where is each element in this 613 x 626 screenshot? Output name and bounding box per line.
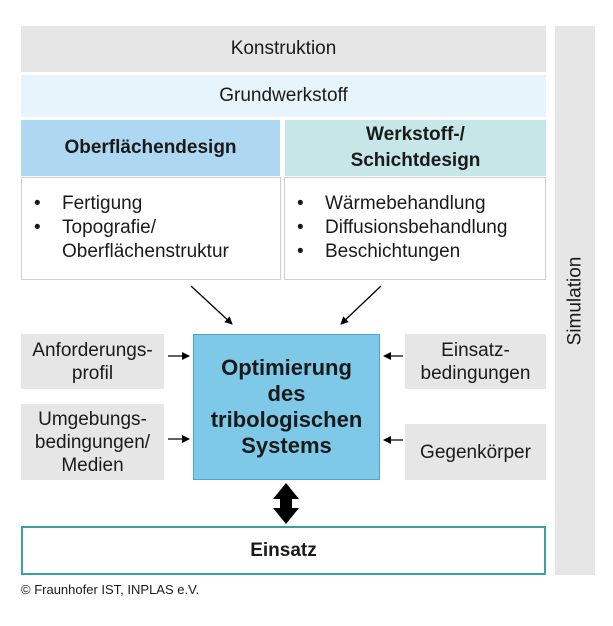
einsatz-box: Einsatz bbox=[21, 526, 546, 575]
anforderungsprofil-line2: profil bbox=[71, 362, 114, 384]
bullet: • bbox=[297, 241, 304, 262]
center-line4: Systems bbox=[241, 433, 332, 458]
oberflaechendesign-list: • Fertigung • Topografie/ Oberflächenstr… bbox=[21, 177, 281, 280]
optimierung-box: Optimierung des tribologischen Systems bbox=[193, 334, 380, 480]
bullet: • bbox=[297, 193, 304, 214]
werkstoffdesign-list: • Wärmebehandlung • Diffusionsbehandlung… bbox=[284, 177, 546, 280]
einsatz-label: Einsatz bbox=[250, 539, 317, 561]
list-item: • Beschichtungen bbox=[297, 240, 537, 263]
umgebungsbedingungen-box: Umgebungs- bedingungen/ Medien bbox=[21, 404, 164, 480]
anforderungsprofil-box: Anforderungs- profil bbox=[21, 334, 164, 389]
einsatzbedingungen-line1: Einsatz- bbox=[441, 339, 510, 361]
center-line1: Optimierung bbox=[221, 355, 352, 380]
bullet: • bbox=[34, 193, 41, 214]
anforderungsprofil-line1: Anforderungs- bbox=[32, 339, 153, 361]
list-item-text: Fertigung bbox=[62, 193, 143, 214]
grundwerkstoff-label: Grundwerkstoff bbox=[219, 85, 348, 106]
list-item: • Fertigung bbox=[34, 192, 272, 215]
list-item-text: Topografie/ bbox=[62, 217, 157, 238]
oberflaechendesign-header: Oberflächendesign bbox=[21, 120, 280, 176]
list-item-text: Wärmebehandlung bbox=[325, 193, 486, 214]
simulation-bar: Simulation bbox=[555, 26, 595, 575]
werkstoffdesign-title-line2: Schichtdesign bbox=[350, 150, 481, 171]
arrow-from-werkstoffdesign bbox=[340, 285, 382, 325]
arrow-from-oberflaechendesign bbox=[190, 285, 233, 325]
konstruktion-box: Konstruktion bbox=[21, 26, 546, 72]
bullet: • bbox=[34, 217, 41, 238]
double-arrow-einsatz bbox=[273, 483, 299, 524]
list-item-text: Beschichtungen bbox=[325, 241, 461, 262]
grundwerkstoff-box: Grundwerkstoff bbox=[21, 75, 546, 117]
copyright-text: © Fraunhofer IST, INPLAS e.V. bbox=[21, 582, 200, 597]
gegenkoerper-label: Gegenkörper bbox=[420, 441, 531, 463]
center-line2: des bbox=[267, 381, 306, 406]
umgebungsbedingungen-line1: Umgebungs- bbox=[38, 408, 147, 430]
werkstoffdesign-header: Werkstoff-/ Schichtdesign bbox=[285, 120, 546, 176]
bullet: • bbox=[297, 217, 304, 238]
einsatzbedingungen-box: Einsatz- bedingungen bbox=[405, 334, 546, 389]
list-item: • Diffusionsbehandlung bbox=[297, 216, 537, 239]
list-item-text: Oberflächenstruktur bbox=[62, 241, 229, 262]
oberflaechendesign-title: Oberflächendesign bbox=[64, 137, 237, 158]
konstruktion-label: Konstruktion bbox=[230, 38, 337, 59]
umgebungsbedingungen-line2: bedingungen/ bbox=[34, 431, 151, 453]
list-item: Oberflächenstruktur bbox=[34, 240, 272, 263]
list-item: • Topografie/ bbox=[34, 216, 272, 239]
werkstoffdesign-title-line1: Werkstoff-/ bbox=[366, 124, 465, 145]
einsatzbedingungen-line2: bedingungen bbox=[420, 362, 531, 384]
center-line3: tribologischen bbox=[210, 407, 363, 432]
umgebungsbedingungen-line3: Medien bbox=[61, 454, 124, 476]
list-item-text: Diffusionsbehandlung bbox=[325, 217, 508, 238]
list-item: • Wärmebehandlung bbox=[297, 192, 537, 215]
gegenkoerper-box: Gegenkörper bbox=[405, 424, 546, 480]
